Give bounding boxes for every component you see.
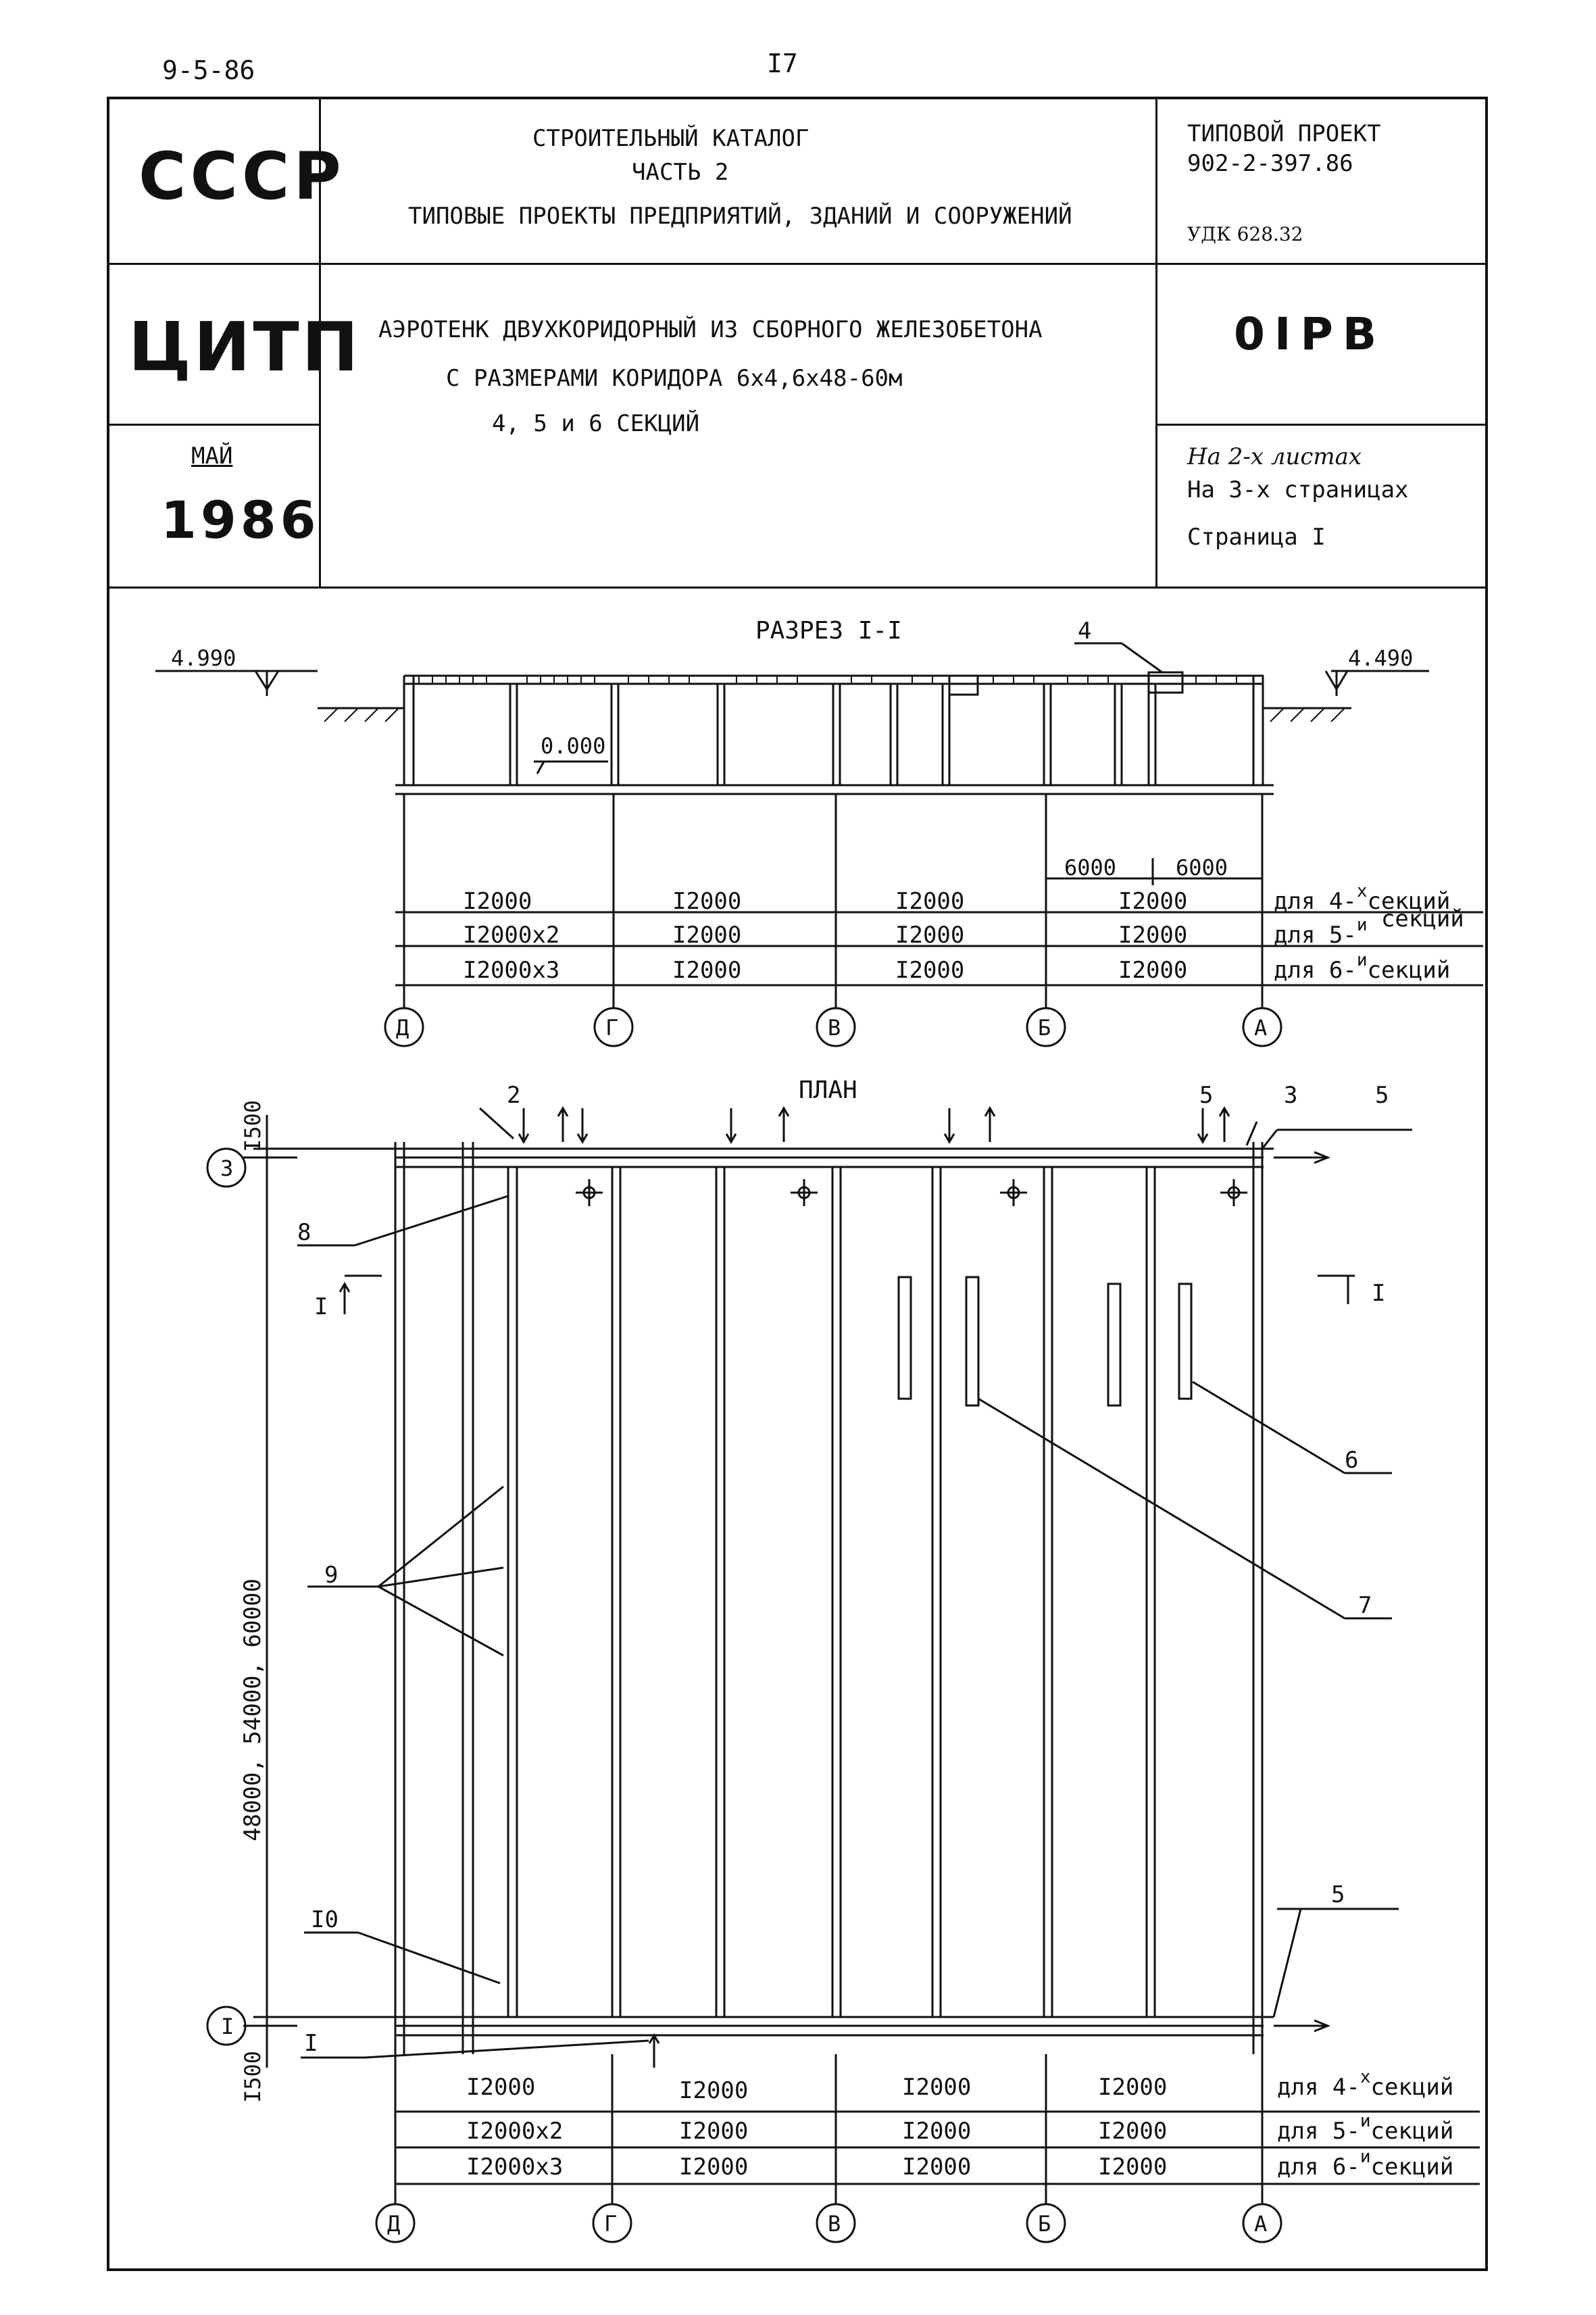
stamp-country: СССР: [139, 139, 345, 214]
sheet-frame: [107, 97, 1488, 2271]
stamp-divider-bottom: [107, 587, 1488, 589]
catalog-line1: СТРОИТЕЛЬНЫЙ КАТАЛОГ: [532, 125, 809, 152]
project-title-line2: С РАЗМЕРАМИ КОРИДОРА 6х4,6х48-60м: [446, 365, 903, 392]
stamp-org: ЦИТП: [128, 307, 361, 387]
stamp-divider-row2: [107, 424, 319, 426]
project-label: ТИПОВОЙ ПРОЕКТ: [1187, 120, 1381, 147]
stamp-divider-row3: [1155, 424, 1488, 426]
stamp-divider-1: [319, 97, 321, 588]
catalog-line2: ЧАСТЬ 2: [632, 159, 729, 186]
stamp-month: МАЙ: [191, 443, 233, 470]
project-title-line1: АЭРОТЕНК ДВУХКОРИДОРНЫЙ ИЗ СБОРНОГО ЖЕЛЕ…: [378, 316, 1043, 343]
stamp-divider-row1: [107, 263, 1488, 265]
stamp-divider-2: [1155, 97, 1157, 588]
sheet-date: 9-5-86: [162, 55, 255, 85]
sheets-count: На 2-х листах: [1187, 443, 1362, 470]
document-code: 0IPB: [1234, 308, 1387, 360]
page-label: Страница I: [1187, 524, 1326, 551]
udk-code: УДК 628.32: [1187, 223, 1303, 245]
pages-count: На 3-х страницах: [1187, 476, 1409, 503]
project-title-line3: 4, 5 и 6 СЕКЦИЙ: [492, 410, 700, 437]
page-number: I7: [767, 49, 798, 78]
catalog-line3: ТИПОВЫЕ ПРОЕКТЫ ПРЕДПРИЯТИЙ, ЗДАНИЙ И СО…: [408, 203, 1072, 230]
project-number: 902-2-397.86: [1187, 150, 1353, 177]
stamp-year: 1986: [161, 490, 320, 550]
